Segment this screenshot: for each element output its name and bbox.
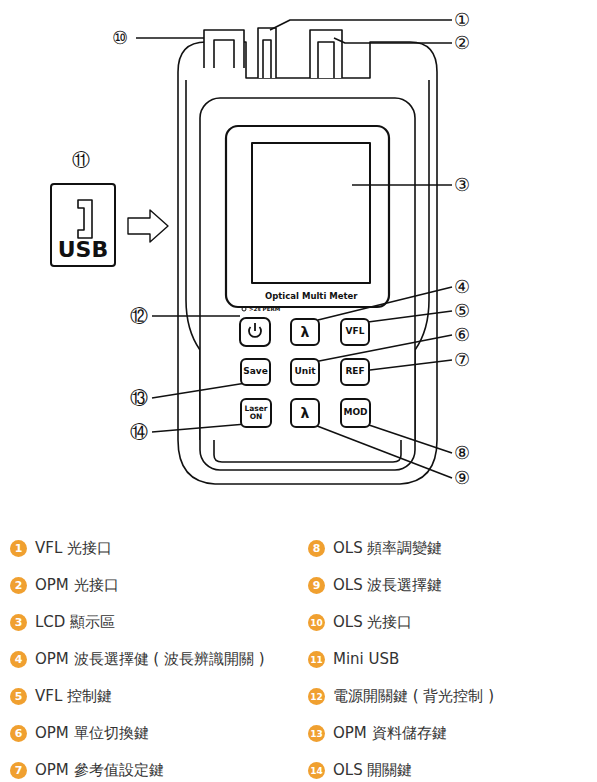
legend-number: 13: [308, 725, 325, 742]
button-label: Laser ON: [242, 405, 270, 421]
legend-number: 7: [10, 762, 27, 779]
legend-number: 3: [10, 614, 27, 631]
legend-number: 14: [308, 762, 325, 779]
button-hint: >2s PERM: [249, 306, 280, 312]
callout-number: ⑫: [130, 306, 148, 326]
legend-number: 8: [308, 540, 325, 557]
device-button: MOD: [340, 398, 371, 428]
device-button: Unit: [290, 358, 320, 386]
callout-number: ⑧: [454, 443, 470, 463]
button-label: Unit: [294, 367, 315, 376]
callout-number: ③: [454, 175, 470, 195]
legend-text: OLS 頻率調變鍵: [333, 540, 442, 557]
device-button: Laser ON: [240, 398, 272, 428]
legend-number: 6: [10, 725, 27, 742]
legend-number: 9: [308, 577, 325, 594]
button-label: Save: [243, 367, 268, 376]
callout-number: ⑥: [454, 325, 470, 345]
device-button: REF: [340, 358, 370, 386]
device-button: Save: [240, 358, 271, 386]
legend-text: VFL 控制鍵: [35, 688, 112, 705]
legend-number: 4: [10, 651, 27, 668]
callout-number: ⑤: [454, 301, 470, 321]
button-label: λ: [301, 325, 310, 340]
callout-number: ⑨: [454, 468, 470, 488]
legend-number: 5: [10, 688, 27, 705]
legend-text: OPM 資料儲存鍵: [333, 725, 447, 742]
legend-text: OPM 參考值設定鍵: [35, 762, 164, 779]
button-label: λ: [301, 406, 310, 421]
device-name: Optical Multi Meter: [265, 291, 358, 301]
legend-number: 10: [308, 614, 325, 631]
callout-number: ②: [454, 33, 470, 53]
callout-number: ⑪: [72, 150, 90, 170]
usb-text: USB: [58, 238, 108, 261]
legend-text: OLS 波長選擇鍵: [333, 577, 442, 594]
legend-number: 11: [308, 651, 325, 668]
legend-text: OPM 單位切換鍵: [35, 725, 149, 742]
callout-number: ⑩: [112, 28, 128, 48]
legend-text: LCD 顯示區: [35, 614, 115, 631]
legend-text: VFL 光接口: [35, 540, 112, 557]
legend-number: 1: [10, 540, 27, 557]
callout-number: ⑦: [454, 350, 470, 370]
legend-text: OLS 光接口: [333, 614, 412, 631]
legend-text: 電源開關鍵 ( 背光控制 ): [333, 688, 494, 705]
button-label: MOD: [343, 408, 367, 417]
usb-box: USB: [50, 183, 116, 267]
legend-text: OPM 波長選擇健 ( 波長辨識開關 ): [35, 651, 265, 668]
device-button: VFL: [340, 318, 370, 346]
callout-number: ①: [454, 10, 470, 30]
legend-text: OLS 開關鍵: [333, 762, 412, 779]
legend-text: OPM 光接口: [35, 577, 119, 594]
device-button: λ: [290, 398, 320, 428]
callout-number: ⑬: [130, 388, 148, 408]
device-button: λ: [290, 318, 320, 346]
legend-number: 12: [308, 688, 325, 705]
button-label: REF: [345, 367, 364, 376]
button-label: VFL: [346, 327, 365, 336]
legend-number: 2: [10, 577, 27, 594]
legend-text: Mini USB: [333, 651, 399, 668]
callout-number: ④: [454, 277, 470, 297]
callout-number: ⑭: [130, 422, 148, 442]
